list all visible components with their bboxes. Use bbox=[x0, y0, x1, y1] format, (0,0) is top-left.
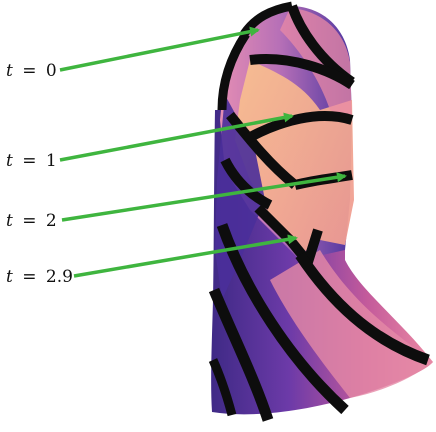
arrow-t2 bbox=[61, 172, 347, 222]
label-t2: t = 2 bbox=[6, 211, 57, 231]
label-t0: t = 0 bbox=[6, 61, 57, 81]
band-left-vertical bbox=[220, 157, 273, 210]
label-t29: t = 2.9 bbox=[6, 267, 73, 287]
label-t1: t = 1 bbox=[6, 151, 57, 171]
band-top-rim bbox=[240, 1, 293, 37]
band-cross-2 bbox=[242, 111, 354, 145]
arrow-t0 bbox=[59, 26, 260, 72]
time-labels: t = 0 t = 1 t = 2 t = 2.9 bbox=[6, 61, 73, 287]
band-long-3 bbox=[208, 287, 274, 422]
arrow-t1 bbox=[59, 112, 294, 162]
band-top-left bbox=[217, 31, 250, 111]
surface-peach-patch bbox=[235, 60, 354, 255]
band-long-1 bbox=[295, 251, 430, 366]
arrow-t29 bbox=[73, 234, 298, 278]
arrows bbox=[59, 26, 347, 278]
band-cross-1 bbox=[226, 111, 299, 189]
surface-lower-pink bbox=[270, 250, 433, 398]
band-diagonal-2 bbox=[249, 54, 355, 90]
band-bottom-left bbox=[208, 358, 237, 417]
band-notch bbox=[254, 204, 323, 273]
